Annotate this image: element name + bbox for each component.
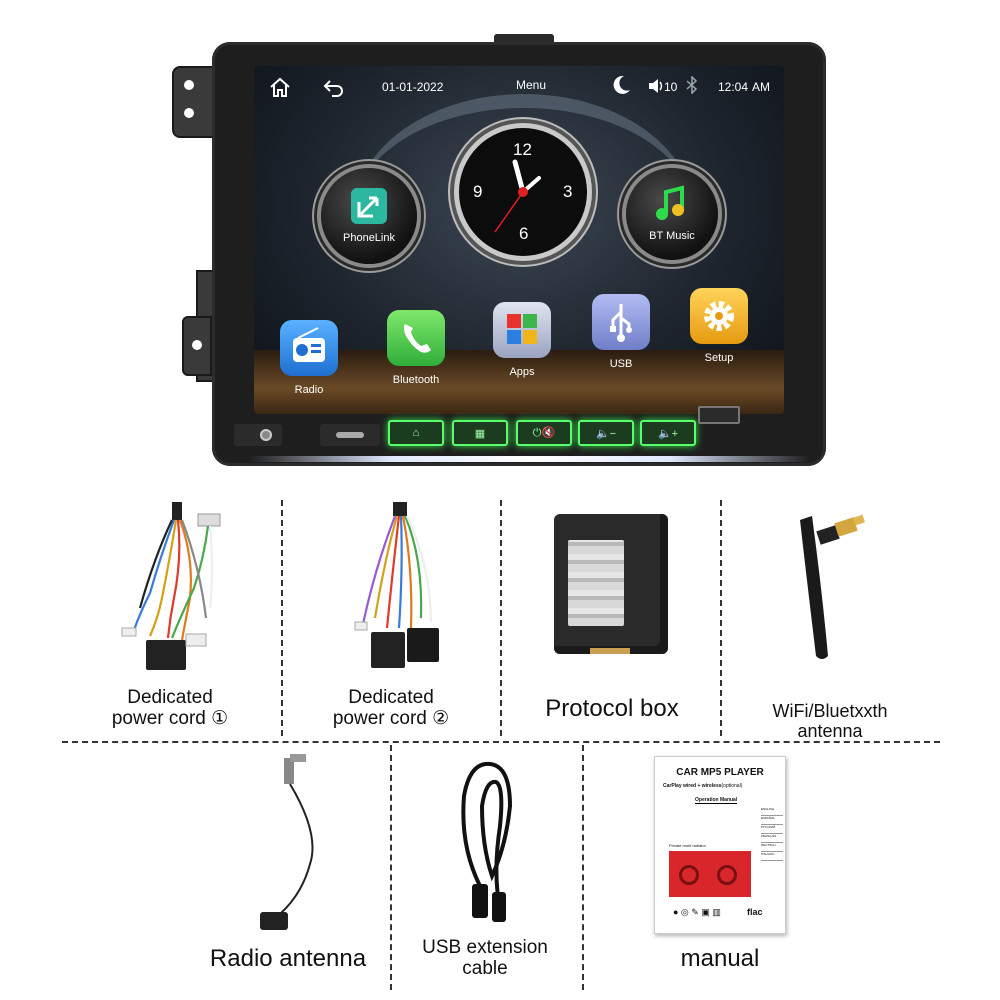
protocol-box-image [554,514,668,654]
hw-volume-up-button[interactable]: 🔈+ [640,420,696,446]
volume-down-icon: 🔈− [595,427,617,440]
home-icon[interactable] [268,76,292,101]
divider [582,745,584,990]
hw-power-mute-button[interactable]: ⏻🔇 [516,420,572,446]
wood-floor-reflection [254,350,784,414]
app-usb[interactable]: USB [590,294,652,370]
caption-power-cord-1: Dedicated power cord ① [111,687,229,729]
app-setup-label: Setup [704,352,734,364]
caption-radio-antenna: Radio antenna [209,945,367,972]
manual-board-label: Private mold radiator [669,843,706,848]
divider [390,745,392,990]
music-note-icon [654,184,690,224]
clock-am-pm: AM [752,80,770,94]
manual-feature-icons: ● ◎ ✎ ▣ ▥ [673,907,721,917]
menu-title: Menu [516,78,547,92]
radiator-board-image [669,851,751,897]
clock-time: 12:04 [718,80,749,94]
hw-home-button[interactable]: ⌂ [388,420,444,446]
phonelink-label: PhoneLink [343,232,395,244]
home-icon: ⌂ [412,427,420,439]
hw-apps-button[interactable]: ▦ [452,420,508,446]
clock-number-9: 9 [473,182,483,201]
bt-music-label: BT Music [649,230,695,242]
moon-icon[interactable] [610,74,632,99]
app-usb-label: USB [609,358,633,370]
caption-power-cord-2: Dedicated power cord ② [332,687,450,729]
app-radio[interactable]: Radio [278,320,340,396]
volume-icon[interactable] [648,77,664,98]
app-apps[interactable]: Apps [491,302,553,378]
power-cord-1-image [121,502,221,670]
caption-manual: manual [680,945,760,972]
mount-bracket-left-lower [182,316,212,376]
gear-icon [690,288,748,344]
analog-clock: 12 3 6 9 [459,128,587,256]
app-bluetooth[interactable]: Bluetooth [385,310,447,386]
volume-up-icon: 🔈+ [657,427,679,440]
usb-a-port[interactable] [698,406,740,424]
power-mute-icon: ⏻🔇 [532,427,556,439]
grid-icon [493,302,551,358]
divider [281,500,283,736]
manual-section: Operation Manual [695,797,738,804]
usb-cable-image [461,761,513,922]
date-text: 01-01-2022 [382,80,444,94]
phonelink-icon [351,188,387,224]
usb-icon [592,294,650,350]
manual-languages: ENGLISH ESPAÑOL PУССКИЙ FRANÇAIS DEUTSCH… [761,807,783,861]
app-setup[interactable]: Setup [688,288,750,364]
phonelink-dial[interactable]: PhoneLink [321,168,417,264]
radio-icon [280,320,338,376]
radio-antenna-image [260,754,314,930]
divider [62,741,940,743]
clock-number-6: 6 [519,224,529,243]
power-cord-2-image [354,502,439,668]
divider [720,500,722,736]
bt-music-dial[interactable]: BT Music [626,168,718,260]
back-icon[interactable] [322,76,346,101]
caption-wifi-antenna: WiFi/Bluetxxth antenna [772,701,888,741]
manual-title: CAR MP5 PLAYER [676,767,764,778]
divider [500,500,502,736]
manual-booklet: CAR MP5 PLAYER CarPlay wired + wireless(… [654,756,786,934]
volume-level: 10 [664,80,678,94]
phone-icon [387,310,445,366]
status-bar: 01-01-2022 Menu 10 12:04 AM [254,66,784,110]
app-bluetooth-label: Bluetooth [392,374,440,386]
usb-c-port[interactable] [320,424,380,446]
hw-volume-down-button[interactable]: 🔈− [578,420,634,446]
caption-usb-cable: USB extension cable [422,937,548,979]
flac-badge: flac [747,907,763,917]
hardware-button-strip: ⌂ ▦ ⏻🔇 🔈− 🔈+ [234,406,784,454]
underglow [250,456,810,462]
bluetooth-icon [686,75,698,97]
wifi-antenna-image [800,514,865,659]
app-apps-label: Apps [509,366,535,378]
aux-jack[interactable] [234,424,282,446]
clock-number-3: 3 [563,182,573,201]
clock-hands [494,159,541,233]
manual-subtitle: CarPlay wired + wireless(optional) [663,783,743,789]
apps-icon: ▦ [474,427,486,440]
touchscreen[interactable]: 01-01-2022 Menu 10 12:04 AM PhoneLink 12… [254,66,784,414]
mount-bracket-left-top [172,66,216,138]
caption-protocol-box: Protocol box [545,695,679,722]
clock-number-12: 12 [513,140,532,159]
gold-pin-connector [590,648,630,654]
app-radio-label: Radio [294,384,324,396]
blurred-label [568,540,624,626]
